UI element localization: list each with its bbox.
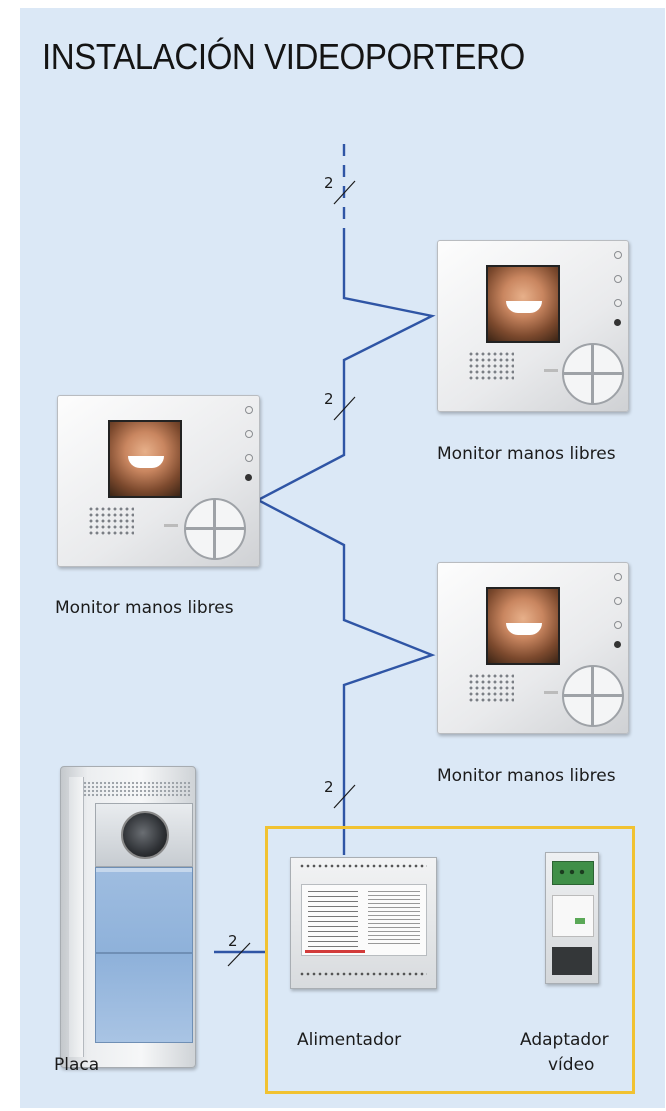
terminal-pins	[299, 970, 427, 978]
wire-count-slash	[227, 942, 251, 967]
wire-count-slash	[333, 396, 356, 421]
door-panel-device	[60, 766, 196, 1068]
keypad	[184, 498, 246, 560]
keypad	[562, 343, 624, 405]
wire-count-slash	[333, 784, 356, 809]
terminal-pins	[299, 862, 427, 870]
connector-jack	[614, 319, 621, 326]
adaptador-label-line1: Adaptador	[520, 1030, 609, 1050]
wire-count-label: 2	[228, 932, 238, 950]
monitor-label: Monitor manos libres	[437, 444, 616, 464]
main-bus-wire	[255, 240, 436, 855]
monitor-device	[437, 562, 629, 734]
adapter-base	[552, 947, 592, 975]
side-buttons	[612, 573, 622, 653]
keypad	[562, 665, 624, 727]
adapter-face	[552, 895, 594, 937]
connector-jack	[614, 641, 621, 648]
monitor-label: Monitor manos libres	[437, 766, 616, 786]
wire-count-label: 2	[324, 174, 334, 192]
power-supply-device	[290, 857, 437, 989]
speaker-grille	[468, 673, 514, 703]
panel-side-strip	[69, 777, 84, 1057]
brand-logo	[544, 691, 558, 694]
monitor-device	[57, 395, 260, 567]
side-buttons	[612, 251, 622, 331]
speaker-grille	[468, 351, 514, 381]
diagram-title: INSTALACIÓN VIDEOPORTERO	[42, 36, 525, 77]
monitor-screen	[486, 587, 560, 665]
monitor-screen	[486, 265, 560, 343]
brand-logo	[164, 524, 178, 527]
wire-count-label: 2	[324, 390, 334, 408]
wire-count-slash	[333, 180, 356, 205]
monitor-screen	[108, 420, 182, 498]
green-terminals	[552, 861, 594, 885]
name-buttons	[95, 867, 193, 1043]
status-strip	[305, 950, 365, 953]
speaker-grille	[88, 506, 134, 536]
alimentador-label: Alimentador	[297, 1030, 402, 1050]
power-supply-group	[265, 826, 635, 1094]
device-faceplate	[301, 884, 427, 956]
adaptador-label-line2: vídeo	[548, 1055, 595, 1075]
video-adapter-device	[545, 852, 599, 984]
connector-jack	[245, 474, 252, 481]
side-buttons	[243, 406, 253, 486]
placa-label: Placa	[54, 1055, 100, 1075]
wire-count-label: 2	[324, 778, 334, 796]
camera-lens-icon	[121, 811, 169, 859]
monitor-device	[437, 240, 629, 412]
brand-logo	[544, 369, 558, 372]
monitor-label: Monitor manos libres	[55, 598, 234, 618]
panel-speaker-grille	[83, 781, 191, 797]
